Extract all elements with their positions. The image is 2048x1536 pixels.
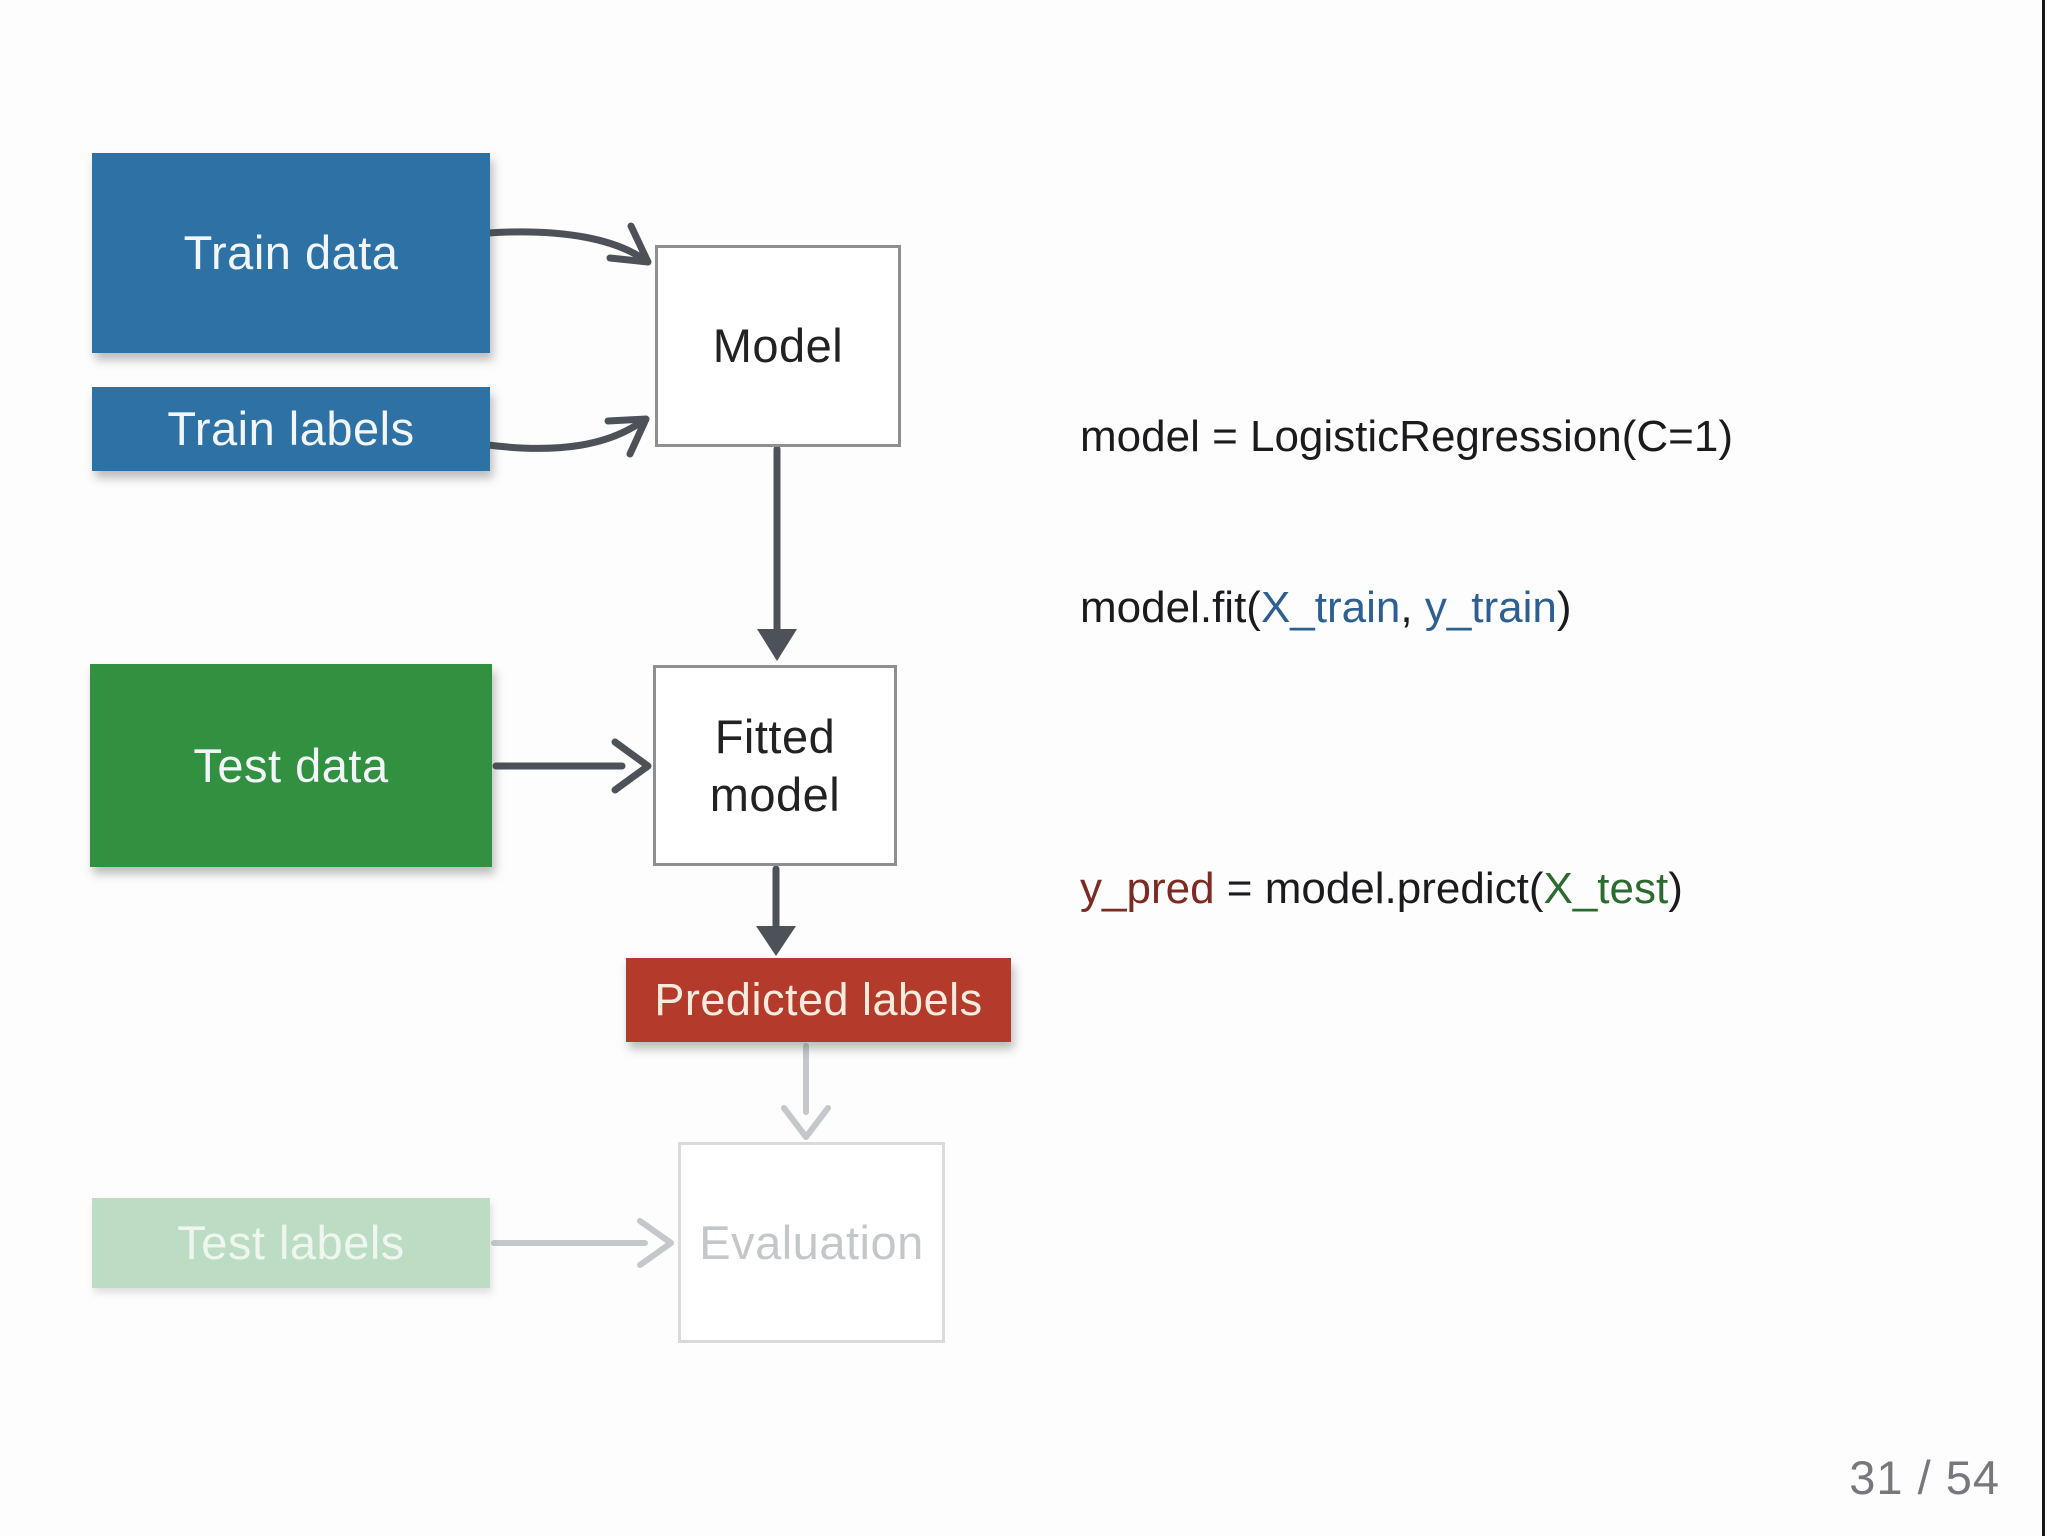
- code-token-x-test: X_test: [1543, 864, 1669, 913]
- code-snippet-fit: model = LogisticRegression(C=1) model.fi…: [1080, 294, 1733, 750]
- train-labels-label: Train labels: [167, 402, 415, 456]
- predicted-labels-box: Predicted labels: [626, 958, 1011, 1042]
- code-token-y-train: y_train: [1424, 583, 1557, 632]
- train-labels-box: Train labels: [92, 387, 490, 471]
- code-token-x-train: X_train: [1260, 583, 1401, 632]
- code-token: = model.predict(: [1214, 864, 1544, 913]
- arrowhead-model-to-fitted-model: [757, 629, 797, 661]
- arrowhead-fitted-model-to-predicted-labels: [756, 926, 796, 956]
- arrowhead-predicted-labels-to-evaluation: [781, 1105, 831, 1140]
- train-data-label: Train data: [183, 226, 399, 280]
- arrowhead-train-labels-to-model: [604, 415, 650, 458]
- test-data-box: Test data: [90, 664, 492, 867]
- code-line: model.fit(X_train, y_train): [1080, 579, 1733, 636]
- arrowhead-test-labels-to-evaluation: [637, 1218, 674, 1268]
- evaluation-label: Evaluation: [699, 1215, 924, 1269]
- test-labels-box: Test labels: [92, 1198, 490, 1288]
- right-edge-line: [2042, 0, 2045, 1536]
- code-token: ): [1668, 864, 1683, 913]
- page-number: 31 / 54: [1849, 1451, 2000, 1504]
- code-line: y_pred = model.predict(X_test): [1080, 860, 1683, 917]
- code-token-y-pred: y_pred: [1080, 864, 1215, 913]
- train-data-box: Train data: [92, 153, 490, 353]
- arrowhead-train-data-to-model: [606, 222, 652, 266]
- test-labels-label: Test labels: [177, 1216, 405, 1270]
- arrow-train-data-to-model: [484, 228, 650, 265]
- arrow-train-labels-to-model: [484, 416, 648, 452]
- code-snippet-predict: y_pred = model.predict(X_test): [1080, 746, 1683, 1031]
- predicted-labels-label: Predicted labels: [654, 973, 983, 1025]
- model-box: Model: [655, 245, 901, 447]
- test-data-label: Test data: [193, 738, 389, 792]
- evaluation-box: Evaluation: [678, 1142, 945, 1343]
- fitted-model-box: Fitted model: [653, 665, 897, 866]
- code-token: ): [1556, 583, 1572, 632]
- code-line: model = LogisticRegression(C=1): [1080, 408, 1733, 465]
- code-token: model = LogisticRegression(C=1): [1080, 412, 1733, 461]
- arrowhead-test-data-to-fitted-model: [611, 738, 652, 794]
- code-token: model.fit(: [1080, 583, 1261, 632]
- fitted-model-label: Fitted model: [709, 710, 841, 821]
- model-label: Model: [712, 319, 844, 373]
- code-token: ,: [1400, 583, 1425, 632]
